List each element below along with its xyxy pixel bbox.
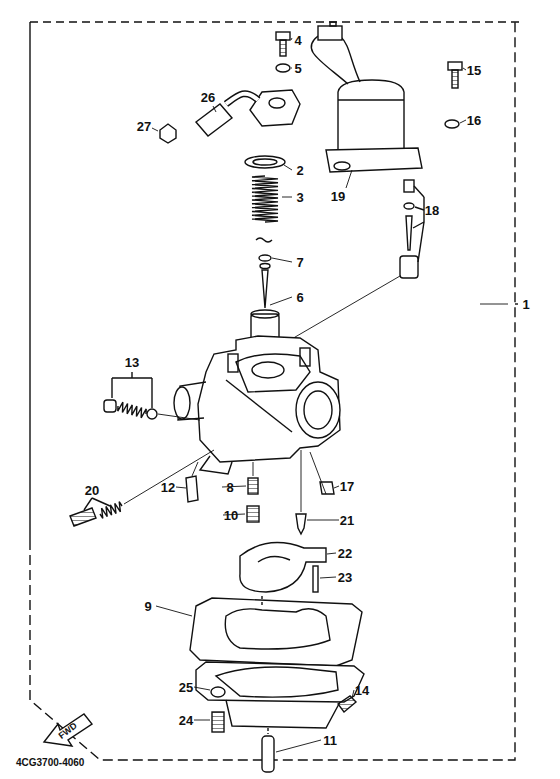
- coil-spring: [252, 176, 278, 222]
- callout-number: 16: [467, 114, 481, 127]
- callout-number: 26: [201, 91, 215, 104]
- callout-number: 9: [144, 600, 151, 613]
- callout-number: 20: [85, 484, 99, 497]
- callout-number: 23: [338, 571, 352, 584]
- callout-number: 8: [226, 481, 233, 494]
- callout-number: 1: [522, 298, 529, 311]
- callout-number: 12: [161, 481, 175, 494]
- callout-number: 2: [296, 164, 303, 177]
- callout-number: 22: [338, 547, 352, 560]
- callout-number: 17: [340, 480, 354, 493]
- callout-number: 19: [331, 190, 345, 203]
- callout-number: 24: [179, 714, 193, 727]
- callout-number: 3: [296, 191, 303, 204]
- callout-number: 25: [179, 681, 193, 694]
- callout-number: 4: [294, 34, 301, 47]
- callout-number: 14: [355, 684, 369, 697]
- callout-number: 10: [224, 509, 238, 522]
- callout-number: 5: [294, 62, 301, 75]
- callout-number: 6: [296, 291, 303, 304]
- callout-number: 11: [323, 734, 337, 747]
- drawing-number: 4CG3700-4060: [16, 758, 84, 768]
- callout-number: 13: [125, 356, 139, 369]
- callout-number: 7: [296, 256, 303, 269]
- callout-number: 27: [137, 120, 151, 133]
- coil-spring: [100, 502, 122, 519]
- callout-number: 18: [425, 204, 439, 217]
- callout-number: 15: [467, 64, 481, 77]
- callout-number: 21: [340, 514, 354, 527]
- coil-spring: [118, 402, 146, 418]
